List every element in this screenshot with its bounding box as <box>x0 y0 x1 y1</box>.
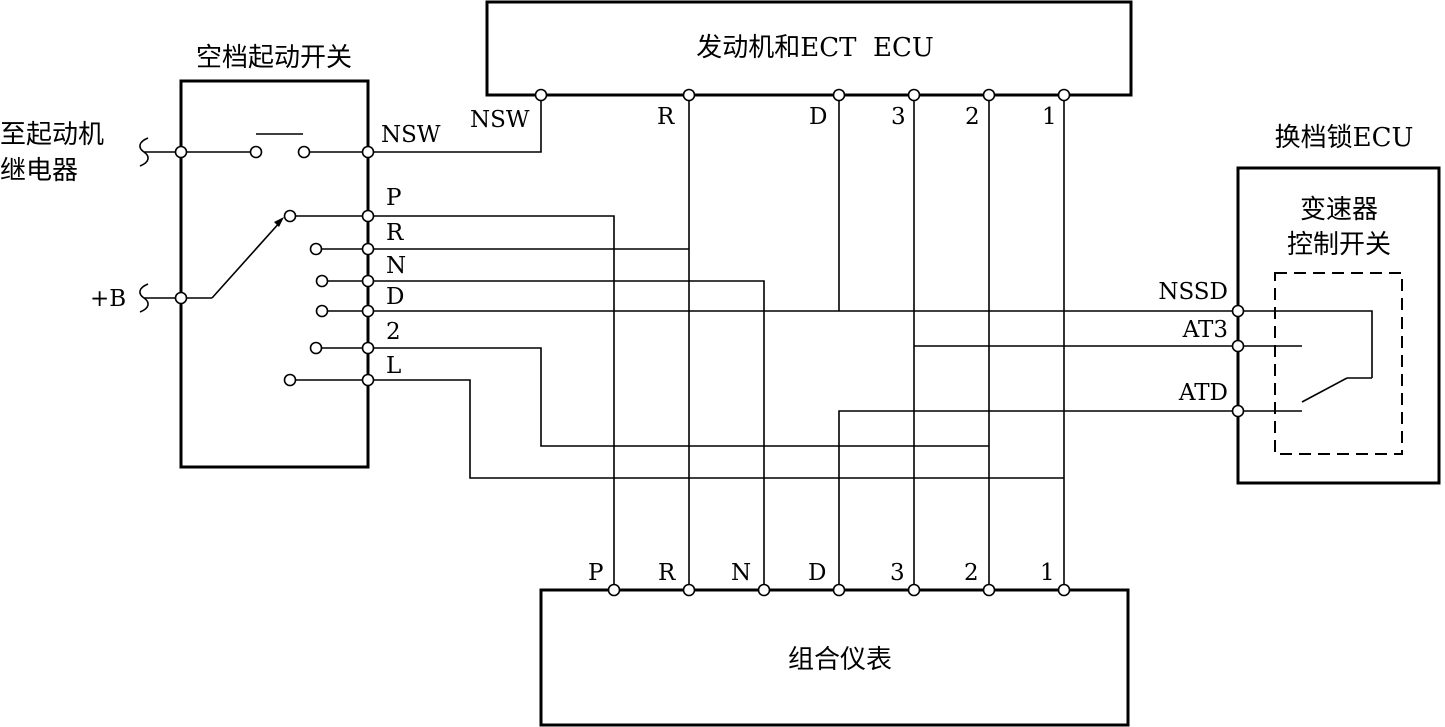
switch-label-l: L <box>386 353 401 379</box>
term-l-right <box>361 373 375 387</box>
shiftlock-term-nssd <box>1231 304 1245 318</box>
ecu-label-3: 3 <box>891 104 906 130</box>
battery-label: +B <box>90 286 126 312</box>
ecu-term-r <box>682 88 696 102</box>
switch-label-n: N <box>386 253 406 279</box>
transmission-control-switch-label-line2: 控制开关 <box>1287 230 1391 260</box>
meter-term-n <box>757 583 771 597</box>
meter-term-3 <box>907 583 921 597</box>
ecu-term-1 <box>1057 88 1071 102</box>
ecu-label-2: 2 <box>965 104 980 130</box>
switch-label-2: 2 <box>386 319 401 345</box>
wire-nsw-to-ecu <box>368 95 542 153</box>
starter-relay-label-line2: 继电器 <box>0 156 78 186</box>
wires <box>139 95 1373 590</box>
selector-arrow <box>274 217 284 227</box>
contact-p <box>283 209 297 223</box>
tcs-wiper <box>1301 377 1348 403</box>
nsw-contact-left <box>249 145 263 159</box>
meter-term-p <box>607 583 621 597</box>
term-p-right <box>361 209 375 223</box>
shiftlock-label-nssd: NSSD <box>1158 279 1228 305</box>
wire-n <box>368 280 765 590</box>
meter-label-d: D <box>808 560 826 586</box>
engine-ect-ecu-box <box>485 0 1133 97</box>
contact-d <box>315 304 329 318</box>
term-starter-left <box>174 145 188 159</box>
switch-label-nsw: NSW <box>381 122 441 148</box>
ecu-term-2 <box>982 88 996 102</box>
ecu-term-nsw <box>534 88 548 102</box>
shiftlock-term-atd <box>1231 404 1245 418</box>
contact-l <box>283 373 297 387</box>
transmission-control-switch-dashed-box <box>1274 272 1403 455</box>
nsw-contact-right <box>297 145 311 159</box>
ecu-term-d <box>832 88 846 102</box>
wire-p <box>368 215 615 590</box>
shift-lock-ecu-box <box>1236 166 1441 485</box>
wire-l <box>368 379 1064 479</box>
combination-meter-title: 组合仪表 <box>788 645 892 675</box>
meter-label-r: R <box>658 560 676 586</box>
meter-term-2 <box>982 583 996 597</box>
switch-label-d: D <box>386 284 404 310</box>
starter-relay-label-line1: 至起动机 <box>0 120 104 150</box>
term-n-right <box>361 274 375 288</box>
ecu-label-d: D <box>809 104 827 130</box>
switch-label-r: R <box>386 220 404 246</box>
term-battery-left <box>174 291 188 305</box>
ecu-label-r: R <box>657 104 675 130</box>
wire-atd <box>838 410 1238 590</box>
contact-2 <box>309 341 323 355</box>
shift-lock-ecu-title: 换档锁ECU <box>1275 123 1414 153</box>
meter-term-r <box>682 583 696 597</box>
shiftlock-label-atd: ATD <box>1178 380 1228 406</box>
meter-label-3: 3 <box>890 560 905 586</box>
meter-term-d <box>832 583 846 597</box>
wire-2 <box>368 347 989 447</box>
terminals <box>174 88 1245 597</box>
ecu-label-1: 1 <box>1042 104 1057 130</box>
term-d-right <box>361 304 375 318</box>
term-2-right <box>361 341 375 355</box>
ecu-term-3 <box>907 88 921 102</box>
tcs-nssd-common <box>1238 310 1373 378</box>
neutral-start-switch-title: 空档起动开关 <box>196 43 352 73</box>
shiftlock-label-at3: AT3 <box>1182 317 1228 343</box>
selector-wiper <box>211 220 282 299</box>
ecu-label-nsw: NSW <box>470 107 530 133</box>
meter-label-2: 2 <box>964 560 979 586</box>
contact-n <box>315 274 329 288</box>
meter-label-n: N <box>731 560 751 586</box>
meter-label-p: P <box>588 560 603 586</box>
switch-label-p: P <box>386 185 401 211</box>
meter-term-1 <box>1057 583 1071 597</box>
contact-r <box>309 242 323 256</box>
shiftlock-term-at3 <box>1231 339 1245 353</box>
neutral-start-switch-box <box>179 79 370 469</box>
term-nsw-right <box>361 145 375 159</box>
meter-label-1: 1 <box>1040 560 1055 586</box>
engine-ect-ecu-title: 发动机和ECT ECU <box>696 33 934 63</box>
transmission-control-switch-label-line1: 变速器 <box>1300 195 1378 225</box>
term-r-right <box>361 242 375 256</box>
